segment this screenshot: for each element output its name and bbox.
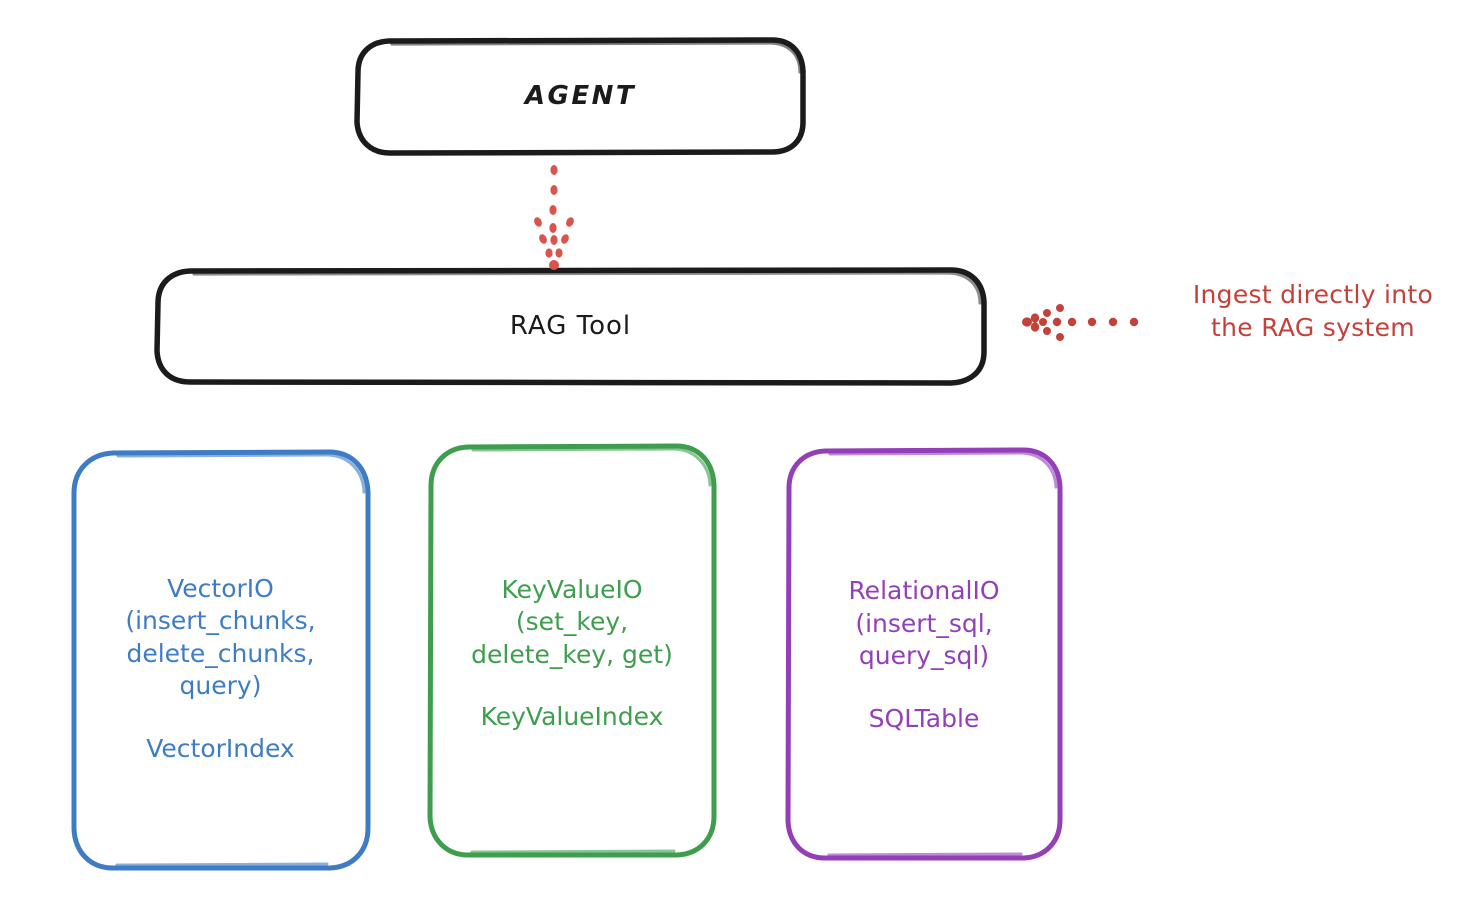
node-relational-io[interactable]: RelationalIO (insert_sql, query_sql) SQL…	[788, 450, 1060, 858]
vector-io-api-label: VectorIO (insert_chunks, delete_chunks, …	[125, 573, 316, 701]
key-value-io-index-label: KeyValueIndex	[480, 702, 664, 731]
node-agent[interactable]: AGENT	[357, 40, 804, 153]
relational-io-api-label: RelationalIO (insert_sql, query_sql)	[848, 576, 1000, 670]
rag-tool-label: RAG Tool	[509, 310, 632, 341]
key-value-io-text-stack: KeyValueIO (set_key, delete_key, get) Ke…	[471, 574, 673, 734]
vector-io-index-label: VectorIndex	[146, 733, 295, 763]
agent-to-rag-connector	[534, 165, 574, 270]
vector-io-text-stack: VectorIO (insert_chunks, delete_chunks, …	[125, 573, 315, 766]
node-rag-tool[interactable]: RAG Tool	[157, 270, 984, 383]
relational-io-index-label: SQLTable	[868, 703, 980, 733]
relational-io-text-stack: RelationalIO (insert_sql, query_sql) SQL…	[848, 575, 999, 735]
agent-label: AGENT	[524, 80, 637, 111]
ingest-annotation-text: Ingest directly into the RAG system	[1192, 280, 1434, 342]
node-key-value-io[interactable]: KeyValueIO (set_key, delete_key, get) Ke…	[430, 446, 714, 855]
node-vector-io[interactable]: VectorIO (insert_chunks, delete_chunks, …	[73, 452, 368, 868]
ingest-arrow-connector	[1022, 304, 1139, 341]
key-value-io-api-label: KeyValueIO (set_key, delete_key, get)	[471, 574, 673, 669]
